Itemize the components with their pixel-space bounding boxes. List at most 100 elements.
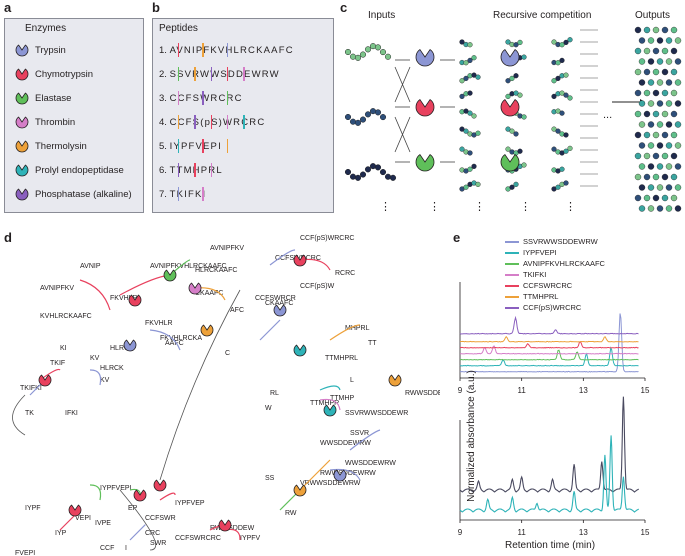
fragment-dot bbox=[510, 185, 515, 190]
peptide-number: 7. bbox=[159, 189, 170, 200]
output-dot bbox=[648, 80, 654, 86]
residue-dot bbox=[380, 49, 386, 55]
cleavage-mark bbox=[178, 91, 180, 105]
peptide-number: 1. bbox=[159, 45, 170, 56]
enzyme-pacman-icon bbox=[16, 117, 28, 128]
fragment-label: IFKI bbox=[65, 410, 78, 417]
output-dot bbox=[639, 80, 645, 86]
enzyme-name: Trypsin bbox=[35, 45, 66, 56]
connector-line bbox=[160, 290, 240, 480]
residue-dot bbox=[365, 112, 371, 118]
fragment-label: IYPFVEP bbox=[175, 500, 205, 507]
fragment-label: SSVRWWSDDEWR bbox=[345, 410, 408, 417]
x-tick-label: 15 bbox=[641, 386, 650, 395]
output-dot bbox=[644, 69, 650, 75]
fragment-label: RWWSDDEW bbox=[210, 525, 255, 532]
enzyme-icon bbox=[15, 139, 29, 153]
cleavage-mark bbox=[243, 67, 245, 81]
x-tick-label: 9 bbox=[458, 528, 463, 537]
cleavage-arc bbox=[120, 275, 170, 295]
cleavage-arc bbox=[90, 485, 101, 500]
output-dot bbox=[675, 59, 681, 65]
peptide-sequence: CCFSWRCRC bbox=[170, 93, 243, 104]
fragment-dot bbox=[568, 96, 573, 101]
output-dot bbox=[653, 132, 659, 138]
enzyme-item: Trypsin bbox=[35, 45, 66, 56]
y-axis-label: Normalized absorbance (a.u.) bbox=[466, 361, 478, 511]
fragment-dot bbox=[472, 55, 477, 60]
enzyme-name: Thrombin bbox=[35, 117, 75, 128]
residue-dot bbox=[385, 174, 391, 180]
residue-dot bbox=[345, 49, 351, 55]
fragment-label: FKVHLR bbox=[145, 320, 173, 327]
enzyme-item: Prolyl endopeptidase bbox=[35, 165, 124, 176]
fragment-label: AVNIP bbox=[80, 263, 101, 270]
fragment-label: CCF(pS)WRCRC bbox=[300, 235, 354, 242]
output-dot bbox=[675, 80, 681, 86]
output-dot bbox=[653, 195, 659, 201]
enzyme-name: Thermolysin bbox=[35, 141, 87, 152]
x-tick-label: 15 bbox=[641, 528, 650, 537]
output-dot bbox=[662, 153, 668, 159]
output-dot bbox=[644, 90, 650, 96]
output-dot bbox=[639, 185, 645, 191]
output-dot bbox=[648, 164, 654, 170]
peptides-box: Peptides 1. AVNIPFKVHLRCKAAFC2. SSVRWWSD… bbox=[152, 18, 334, 213]
output-dot bbox=[671, 48, 677, 54]
fragment-label: IYPFV bbox=[240, 535, 261, 542]
fragment-label: TT bbox=[368, 340, 377, 347]
output-dot bbox=[666, 185, 672, 191]
cleavage-mark bbox=[243, 115, 245, 129]
output-dot bbox=[666, 101, 672, 107]
peptide-sequence: CCFS(pS)WRCRC bbox=[170, 117, 266, 128]
residue-dot bbox=[385, 54, 391, 60]
residue-dot bbox=[345, 114, 351, 120]
fragment-label: HLRCKAAFC bbox=[195, 267, 237, 274]
cleavage-mark bbox=[178, 67, 180, 81]
elastase-icon bbox=[416, 155, 434, 171]
peptide-item: 3. CCFSWRCRC bbox=[159, 93, 243, 104]
residue-dot bbox=[350, 119, 356, 125]
fragment-dot bbox=[522, 115, 527, 120]
fragment-label: AVNIPFKV bbox=[40, 285, 74, 292]
enzyme-icon bbox=[69, 505, 81, 516]
peptide-chain bbox=[345, 108, 386, 125]
output-dot bbox=[635, 90, 641, 96]
fragment-dot bbox=[468, 167, 473, 172]
residue-dot bbox=[365, 47, 371, 53]
output-dot bbox=[657, 80, 663, 86]
vdots-1: ⋮ bbox=[380, 200, 391, 213]
enzyme-icon bbox=[15, 67, 29, 81]
peptide-item: 5. IYPFVEPI bbox=[159, 141, 222, 152]
output-dot bbox=[671, 111, 677, 117]
connector-line bbox=[13, 395, 26, 435]
residue-dot bbox=[360, 52, 366, 58]
residue-dot bbox=[360, 172, 366, 178]
residue-dot bbox=[375, 165, 381, 171]
output-dot bbox=[648, 143, 654, 149]
output-dot bbox=[639, 101, 645, 107]
panel-c-graphic bbox=[340, 22, 685, 222]
peptide-item: 1. AVNIPFKVHLRCKAAFC bbox=[159, 45, 294, 56]
output-dot bbox=[671, 90, 677, 96]
peptides-title: Peptides bbox=[159, 23, 198, 34]
fragment-dot bbox=[514, 73, 519, 78]
output-dot bbox=[657, 164, 663, 170]
fragment-label: W bbox=[265, 405, 272, 412]
fragment-label: HLRCK bbox=[100, 365, 124, 372]
output-dot bbox=[675, 38, 681, 44]
enzymes-box: Enzymes TrypsinChymotrypsinElastaseThrom… bbox=[4, 18, 144, 213]
fragment-dot bbox=[476, 75, 481, 80]
panel-b-label: b bbox=[152, 0, 160, 15]
enzyme-item: Elastase bbox=[35, 93, 71, 104]
cleavage-mark bbox=[227, 91, 229, 105]
fragment-dot bbox=[560, 58, 565, 63]
fragment-label: SSVR bbox=[350, 430, 369, 437]
enzyme-icon bbox=[219, 520, 231, 531]
chymotrypsin-icon bbox=[416, 100, 434, 116]
fragment-dot bbox=[522, 55, 527, 60]
output-dot bbox=[644, 111, 650, 117]
peptide-sequence: SSVRWWSDDEWRW bbox=[170, 69, 280, 80]
fragment-label: FVEPI bbox=[15, 550, 35, 556]
enzymes-title: Enzymes bbox=[25, 23, 66, 34]
